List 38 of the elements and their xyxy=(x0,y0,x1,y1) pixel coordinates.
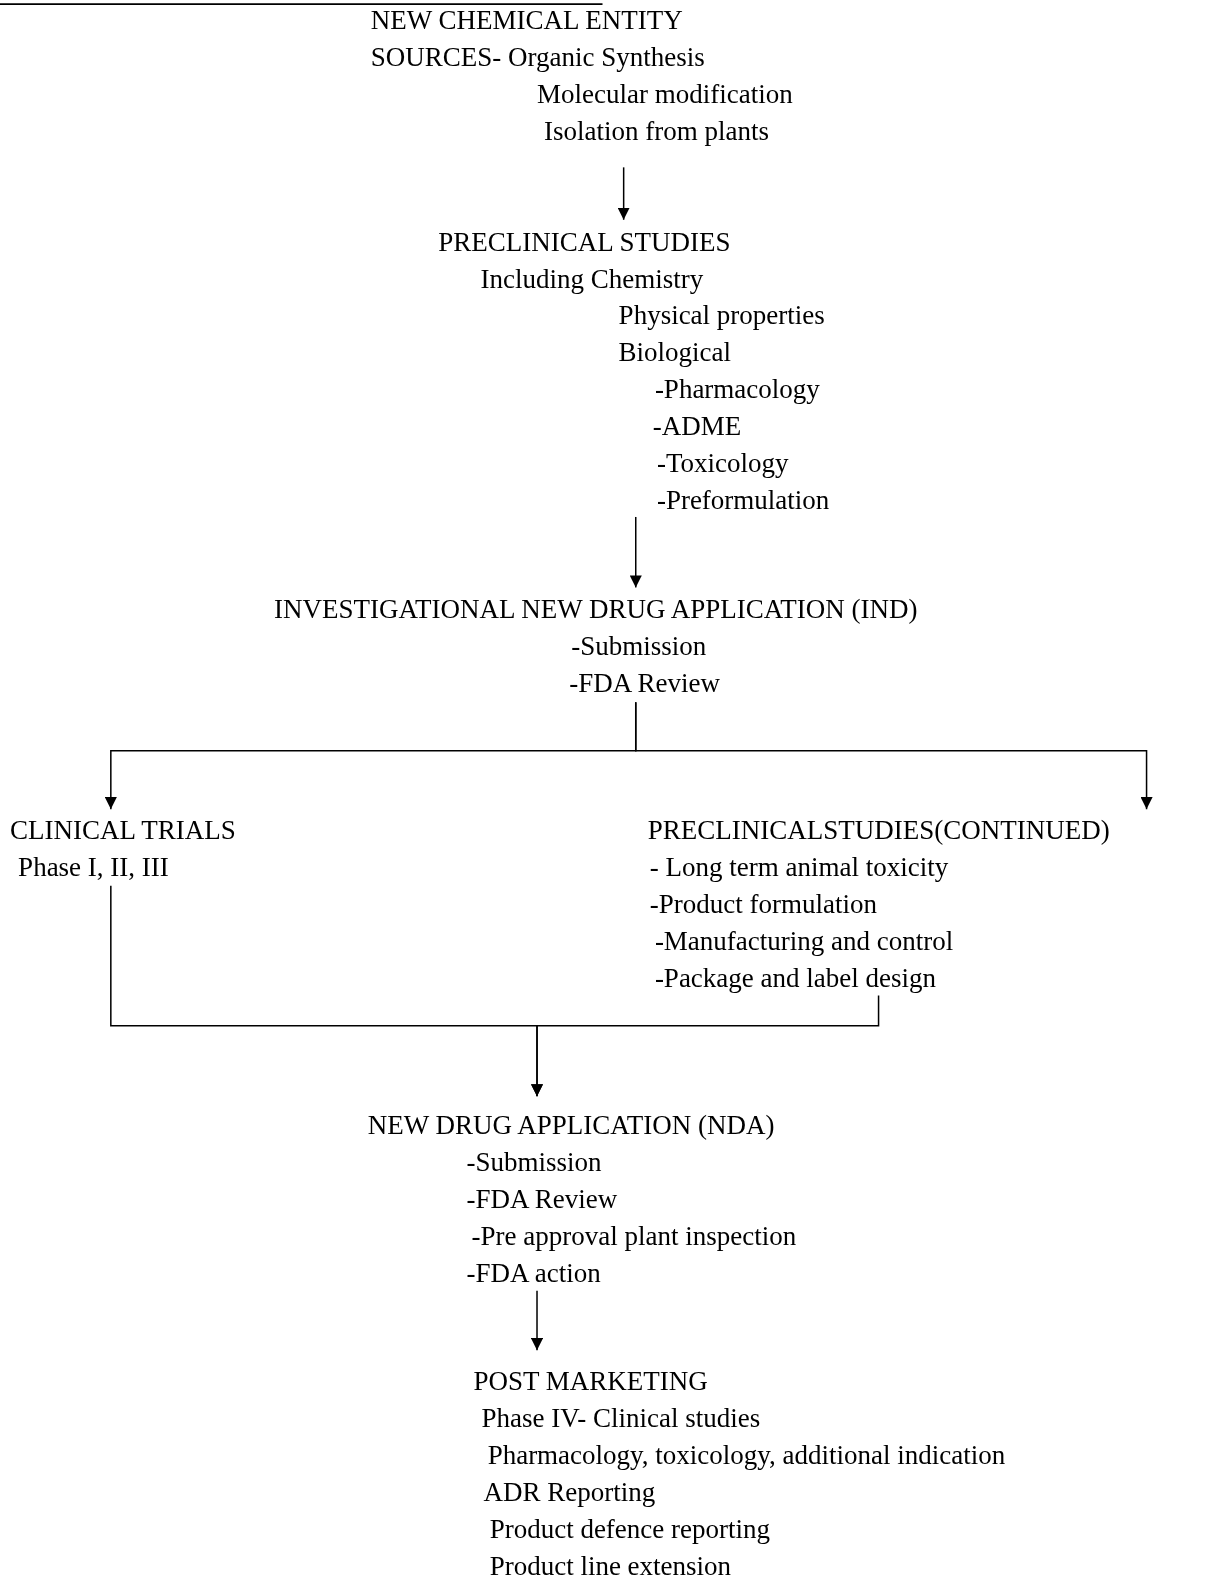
flow-step-text: -FDA Review xyxy=(569,668,720,699)
flow-step-text: -Submission xyxy=(466,1147,602,1178)
flow-step-text: -Pharmacology xyxy=(654,374,820,405)
flow-step-text: -Package and label design xyxy=(654,962,936,993)
flow-step-text: Molecular modification xyxy=(537,78,793,109)
flow-step-text: Physical properties xyxy=(618,300,825,331)
arrow xyxy=(629,516,642,589)
flow-step-text: Pharmacology, toxicology, additional indication xyxy=(487,1439,1006,1470)
flow-step-text: -Product formulation xyxy=(649,888,878,919)
flow-step-text: Isolation from plants xyxy=(544,115,769,146)
flow-step-text: NEW CHEMICAL ENTITY xyxy=(370,5,683,35)
flow-step-text: Product defence reporting xyxy=(489,1513,771,1544)
flow-step-text: Product line extension xyxy=(489,1550,732,1580)
flow-step-text: PRECLINICAL STUDIES xyxy=(438,226,731,257)
flow-step-text: -Preformulation xyxy=(656,484,830,515)
flow-step-text: Phase I, II, III xyxy=(18,851,169,882)
flow-step-text: -FDA Review xyxy=(466,1184,618,1215)
flow-step-text: POST MARKETING xyxy=(473,1366,708,1397)
flow-step-text: Biological xyxy=(618,337,732,368)
flow-step-text: -Pre approval plant inspection xyxy=(471,1220,797,1251)
flow-step-text: PRECLINICALSTUDIES(CONTINUED) xyxy=(647,815,1110,846)
flow-step-text: NEW DRUG APPLICATION (NDA) xyxy=(367,1110,775,1141)
arrow xyxy=(635,701,1153,810)
flow-step-text: CLINICAL TRIALS xyxy=(10,815,236,846)
flow-step-text: INVESTIGATIONAL NEW DRUG APPLICATION (IND) xyxy=(274,594,918,625)
flow-step-text: SOURCES- Organic Synthesis xyxy=(370,41,705,72)
arrow xyxy=(530,1290,544,1351)
arrow xyxy=(530,994,880,1098)
arrow xyxy=(617,166,630,221)
flow-step-text: Including Chemistry xyxy=(480,263,704,294)
flow-step-text: Phase IV- Clinical studies xyxy=(481,1403,761,1434)
flow-step-text: -Toxicology xyxy=(656,448,789,478)
flow-step-text: -ADME xyxy=(652,411,742,442)
flow-step-text: -FDA action xyxy=(466,1257,601,1288)
flow-step-text: ADR Reporting xyxy=(483,1476,656,1507)
flow-step-text: -Manufacturing and control xyxy=(654,925,954,956)
flow-step-text: -Submission xyxy=(571,631,707,662)
flow-step-text: - Long term animal toxicity xyxy=(649,851,949,882)
